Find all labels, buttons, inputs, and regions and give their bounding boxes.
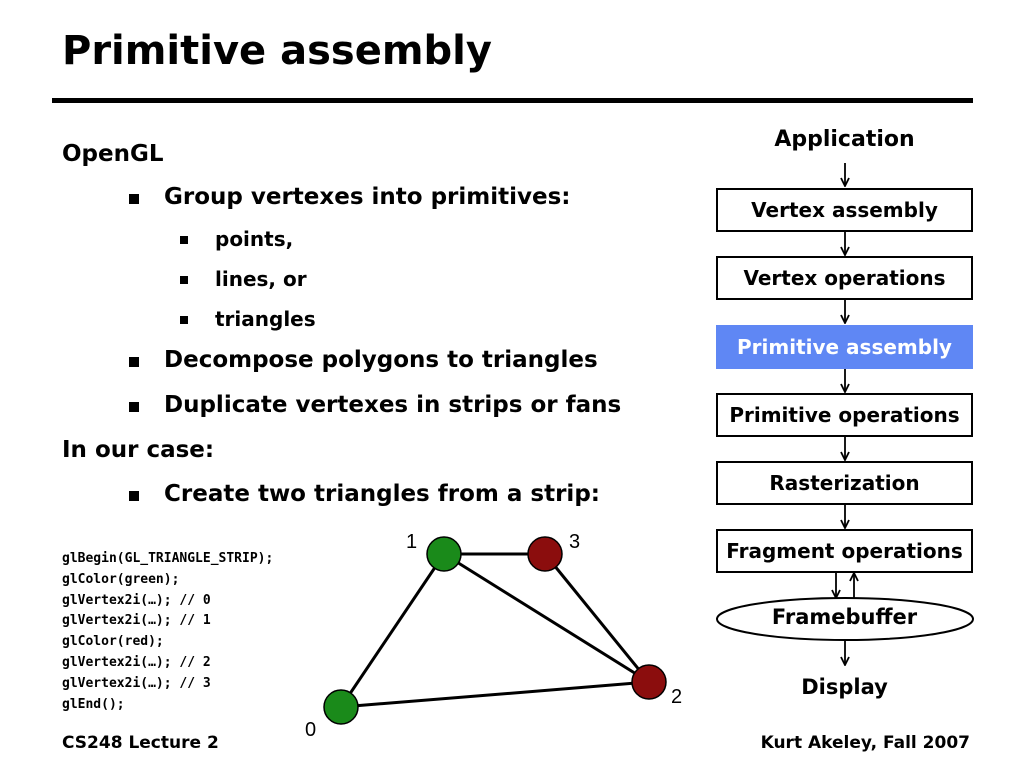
bullet-square-icon bbox=[129, 491, 139, 501]
code-line: glColor(red); bbox=[62, 634, 164, 650]
vertex-2 bbox=[631, 664, 667, 700]
code-line: glVertex2i(…); // 3 bbox=[62, 675, 211, 691]
vertex-3 bbox=[527, 536, 563, 572]
stage-fragment-operations: Fragment operations bbox=[716, 529, 973, 573]
strip-edge bbox=[339, 553, 446, 708]
bullet-square-icon bbox=[129, 402, 139, 412]
stage-primitive-operations: Primitive operations bbox=[716, 393, 973, 437]
pipeline-framebuffer: Framebuffer bbox=[771, 605, 918, 629]
code-line: glEnd(); bbox=[62, 696, 125, 712]
code-line: glVertex2i(…); // 0 bbox=[62, 592, 211, 608]
vertex-label-0: 0 bbox=[305, 719, 316, 741]
bullet-create: Create two triangles from a strip: bbox=[164, 481, 600, 507]
strip-edge bbox=[340, 680, 650, 709]
slide-title: Primitive assembly bbox=[62, 28, 492, 74]
bullet-duplicate: Duplicate vertexes in strips or fans bbox=[164, 392, 622, 418]
vertex-label-1: 1 bbox=[406, 531, 417, 553]
footer-author: Kurt Akeley, Fall 2007 bbox=[760, 733, 970, 753]
code-line: glBegin(GL_TRIANGLE_STRIP); bbox=[62, 551, 274, 566]
vertex-label-2: 2 bbox=[671, 686, 682, 708]
bullet-square-icon bbox=[129, 357, 139, 367]
code-line: glVertex2i(…); // 1 bbox=[62, 613, 211, 629]
footer-lecture: CS248 Lecture 2 bbox=[62, 733, 219, 753]
stage-primitive-assembly: Primitive assembly bbox=[716, 325, 973, 369]
strip-edge bbox=[443, 552, 650, 684]
strip-edge bbox=[543, 553, 651, 683]
bullet-square-icon bbox=[180, 276, 188, 284]
code-listing: glBegin(GL_TRIANGLE_STRIP); glColor(gree… bbox=[62, 549, 273, 715]
vertex-label-3: 3 bbox=[569, 531, 580, 553]
vertex-1 bbox=[426, 536, 462, 572]
stage-rasterization: Rasterization bbox=[716, 461, 973, 505]
pipeline-application: Application bbox=[774, 127, 915, 152]
heading-our-case: In our case: bbox=[62, 437, 215, 463]
framebuffer-ellipse bbox=[716, 597, 974, 641]
bullet-points: points, bbox=[215, 227, 294, 251]
stage-vertex-operations: Vertex operations bbox=[716, 256, 973, 300]
pipeline-display: Display bbox=[801, 675, 888, 699]
title-divider bbox=[52, 98, 973, 103]
stage-vertex-assembly: Vertex assembly bbox=[716, 188, 973, 232]
vertex-0 bbox=[323, 689, 359, 725]
bullet-square-icon bbox=[180, 236, 188, 244]
bullet-square-icon bbox=[180, 316, 188, 324]
heading-opengl: OpenGL bbox=[62, 141, 164, 167]
bullet-square-icon bbox=[129, 194, 139, 204]
bullet-lines: lines, or bbox=[215, 267, 307, 291]
bullet-decompose: Decompose polygons to triangles bbox=[164, 347, 598, 373]
bullet-group: Group vertexes into primitives: bbox=[164, 184, 571, 210]
code-line: glVertex2i(…); // 2 bbox=[62, 654, 211, 670]
bullet-triangles: triangles bbox=[215, 307, 316, 331]
code-line: glColor(green); bbox=[62, 571, 180, 587]
